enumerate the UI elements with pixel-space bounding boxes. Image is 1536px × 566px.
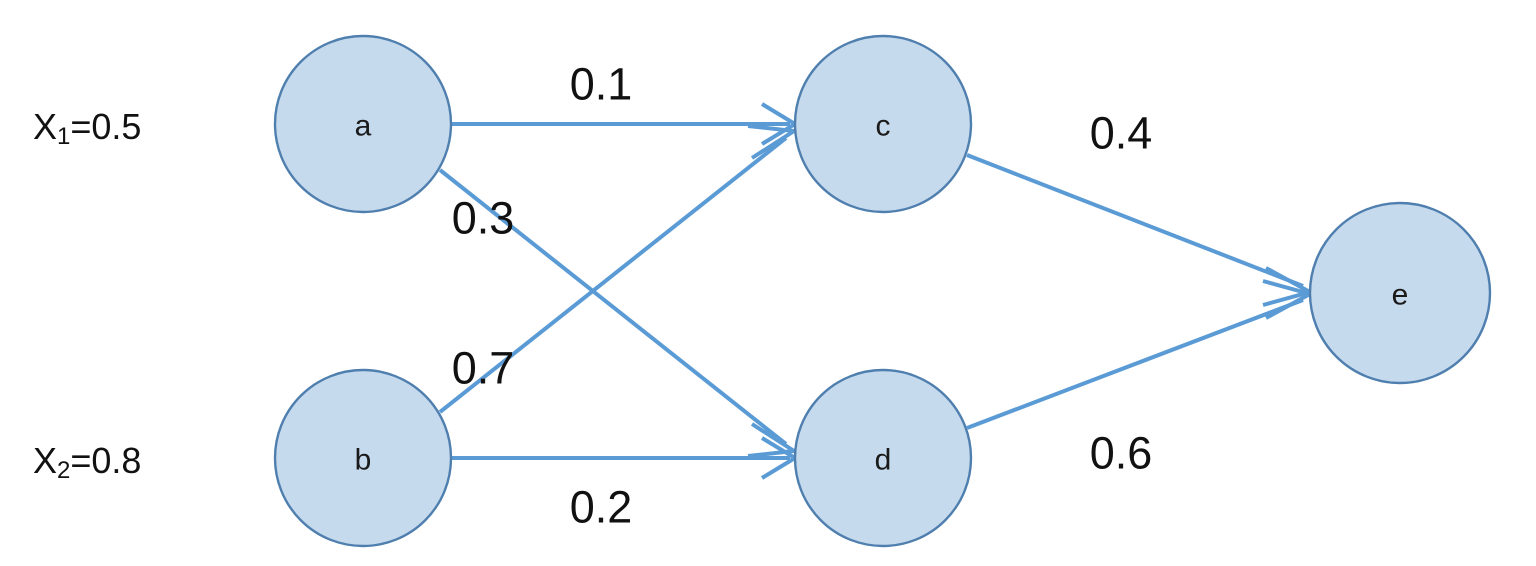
edge-weight-b-to-d: 0.2 (570, 482, 633, 533)
input-label-x1-variable: X (33, 106, 57, 147)
node-d-label: d (875, 444, 892, 477)
node-b-label: b (355, 444, 372, 477)
edges-group (438, 102, 1316, 480)
edge-c-to-e[interactable] (966, 153, 1316, 307)
edge-b-to-c-line (438, 136, 788, 414)
node-e-label: e (1392, 279, 1409, 312)
edge-b-to-d[interactable] (451, 436, 799, 480)
node-d[interactable]: d (793, 368, 973, 548)
node-c[interactable]: c (793, 34, 973, 214)
input-labels-group: X1=0.5 X2=0.8 (33, 106, 141, 484)
edge-a-to-c[interactable] (451, 102, 799, 146)
edge-weight-d-to-e: 0.6 (1090, 428, 1153, 479)
node-a[interactable]: a (273, 34, 453, 214)
edge-d-to-e[interactable] (966, 279, 1316, 430)
input-label-x2: X2=0.8 (33, 440, 141, 484)
edge-weight-a-to-c: 0.1 (570, 59, 633, 110)
edge-c-to-e-line (966, 153, 1304, 288)
edge-weight-c-to-e: 0.4 (1090, 108, 1153, 159)
node-c-circle (793, 34, 973, 214)
edge-b-to-c-arrowhead (747, 124, 800, 160)
node-e-circle (1308, 201, 1492, 385)
node-d-circle (793, 368, 973, 548)
node-c-label: c (876, 110, 891, 143)
edge-a-to-d-line (438, 168, 788, 446)
edge-weights-group: 0.1 0.3 0.7 0.2 0.4 0.6 (452, 59, 1153, 533)
node-a-label: a (355, 110, 372, 143)
input-label-x2-value: =0.8 (70, 440, 141, 481)
node-a-circle (273, 34, 453, 214)
edge-b-to-c[interactable] (438, 124, 800, 414)
input-label-x2-variable: X (33, 440, 57, 481)
node-e[interactable]: e (1308, 201, 1492, 385)
input-label-x1-value: =0.5 (70, 106, 141, 147)
node-b-circle (273, 368, 453, 548)
edge-d-to-e-line (966, 298, 1304, 430)
nodes-group: a b c d e (273, 34, 1492, 548)
edge-weight-a-to-d: 0.3 (452, 193, 515, 244)
node-b[interactable]: b (273, 368, 453, 548)
input-label-x1-subscript: 1 (57, 123, 70, 150)
edge-a-to-d[interactable] (438, 168, 800, 458)
edge-weight-b-to-c: 0.7 (452, 343, 515, 394)
input-label-x1: X1=0.5 (33, 106, 141, 150)
edge-a-to-d-arrowhead (747, 422, 800, 458)
input-label-x2-subscript: 2 (57, 457, 70, 484)
